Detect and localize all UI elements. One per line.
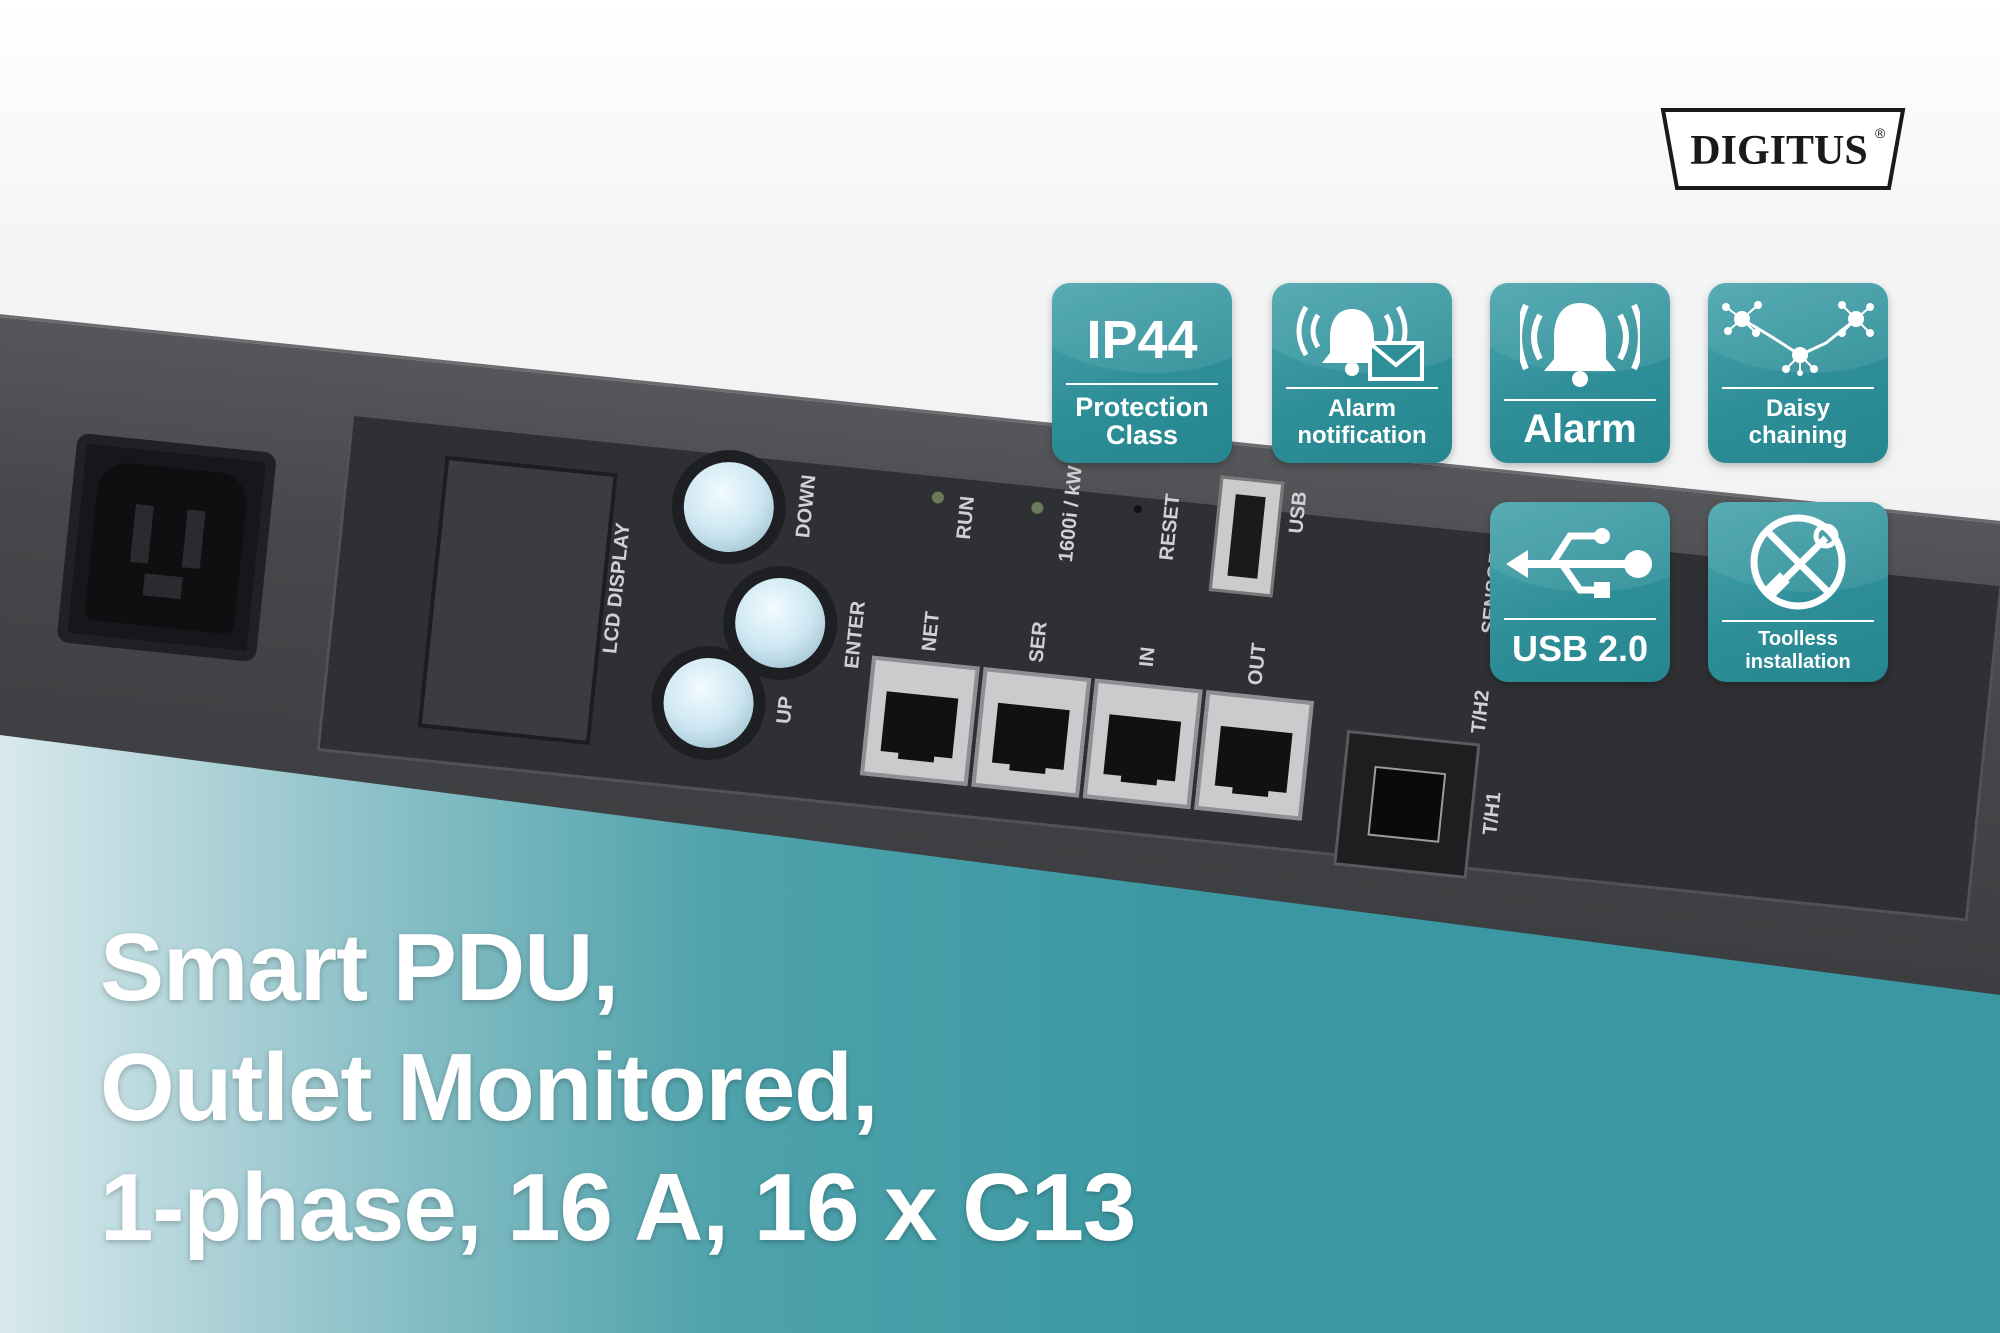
headline-line-1: Smart PDU, bbox=[100, 914, 619, 1021]
toolless-caption-2: installation bbox=[1745, 651, 1851, 673]
rj45-net-port[interactable] bbox=[859, 655, 980, 787]
headline-line-2: Outlet Monitored, bbox=[100, 1034, 879, 1141]
lcd-display bbox=[417, 455, 618, 746]
usb-port[interactable] bbox=[1208, 475, 1285, 598]
enter-label: ENTER bbox=[840, 600, 870, 670]
daisy-caption-1: Daisy bbox=[1765, 395, 1831, 422]
logo-text: DIGITUS bbox=[1690, 128, 1867, 174]
daisy-chaining-badge: Daisy chaining bbox=[1708, 283, 1888, 463]
down-button[interactable] bbox=[666, 444, 792, 570]
up-label: UP bbox=[772, 695, 798, 726]
usb-icon bbox=[1506, 528, 1652, 598]
reset-pinhole[interactable] bbox=[1133, 504, 1143, 514]
usb-caption: USB 2.0 bbox=[1511, 628, 1649, 669]
imp-led bbox=[1030, 501, 1044, 515]
daisy-caption-2: chaining bbox=[1748, 422, 1848, 449]
down-label: DOWN bbox=[792, 473, 821, 539]
in-label: IN bbox=[1135, 645, 1160, 668]
rj45-ser-port[interactable] bbox=[971, 667, 1092, 798]
toolless-caption-1: Toolless bbox=[1758, 628, 1838, 650]
ip44-caption-1: Protection bbox=[1075, 392, 1209, 422]
tools-crossed-icon bbox=[1750, 514, 1846, 610]
toolless-badge: Toolless installation bbox=[1708, 502, 1888, 682]
th1-port[interactable] bbox=[1333, 729, 1481, 879]
usb-badge: USB 2.0 bbox=[1490, 502, 1670, 682]
headline-line-3: 1-phase, 16 A, 16 x C13 bbox=[100, 1154, 1136, 1261]
alarm-notification-caption-1: Alarm bbox=[1327, 395, 1397, 422]
alarm-caption: Alarm bbox=[1523, 407, 1637, 451]
th2-label: T/H2 bbox=[1467, 689, 1494, 735]
bell-envelope-icon bbox=[1296, 305, 1424, 381]
run-label: RUN bbox=[952, 495, 980, 541]
rj45-out-port[interactable] bbox=[1194, 690, 1314, 821]
net-label: NET bbox=[918, 610, 945, 653]
alarm-notification-badge: Alarm notification bbox=[1272, 283, 1452, 463]
ip44-caption-2: Class bbox=[1105, 420, 1179, 450]
run-led bbox=[931, 490, 945, 505]
ser-label: SER bbox=[1025, 620, 1052, 664]
network-nodes-icon bbox=[1722, 301, 1874, 376]
usb-label: USB bbox=[1285, 490, 1312, 535]
rj45-in-port[interactable] bbox=[1082, 678, 1203, 810]
th1-label: T/H1 bbox=[1479, 790, 1506, 837]
ip44-badge: IP44 Protection Class bbox=[1052, 283, 1232, 463]
alarm-notification-caption-2: notification bbox=[1297, 422, 1427, 449]
logo-registered: ® bbox=[1875, 125, 1886, 141]
c19-outlet bbox=[56, 432, 277, 663]
bell-icon bbox=[1520, 303, 1640, 387]
out-label: OUT bbox=[1244, 642, 1271, 687]
reset-label: RESET bbox=[1155, 492, 1185, 562]
digitus-logo: DIGITUS ® bbox=[1660, 108, 1906, 190]
ip44-title: IP44 bbox=[1086, 310, 1198, 370]
alarm-badge: Alarm bbox=[1490, 283, 1670, 463]
